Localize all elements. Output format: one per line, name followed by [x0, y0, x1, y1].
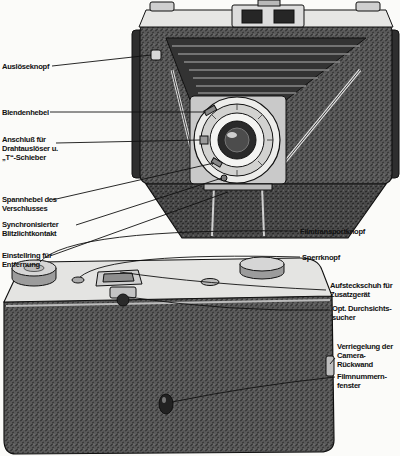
illustration-path	[258, 161, 262, 165]
illustration-polygon	[103, 273, 134, 282]
illustration-path	[237, 104, 238, 110]
illustration-ellipse	[227, 132, 237, 138]
illustration-g	[172, 46, 360, 93]
illustration-path	[120, 272, 326, 290]
illustration-g	[212, 186, 264, 236]
illustration-rect	[232, 5, 304, 27]
illustration-path	[4, 296, 334, 454]
illustration-rect	[151, 50, 161, 60]
illustration-path	[172, 377, 335, 402]
part-label: Filmnummern- fenster	[337, 372, 399, 390]
illustration-path	[50, 112, 206, 113]
illustration-rect	[274, 10, 294, 23]
illustration-circle	[201, 104, 273, 176]
illustration-path	[52, 55, 151, 66]
illustration-path	[56, 140, 200, 143]
illustration-path	[237, 170, 238, 176]
illustration-path	[189, 69, 329, 70]
illustration-rect	[204, 105, 217, 115]
illustration-path	[184, 61, 340, 62]
illustration-rect	[190, 96, 286, 184]
illustration-path	[50, 192, 228, 256]
illustration-path	[40, 231, 298, 262]
illustration-circle	[194, 97, 280, 183]
illustration-path	[198, 92, 296, 93]
illustration-rect	[258, 0, 280, 6]
illustration-path	[52, 163, 214, 200]
illustration-circle	[218, 121, 256, 159]
illustration-path	[128, 297, 330, 310]
illustration-rect	[204, 184, 272, 190]
illustration-rect	[326, 356, 334, 376]
part-label: Sperrknopf	[302, 253, 396, 262]
part-label: Aufsteckschuh für Zusatzgerät	[330, 281, 398, 299]
illustration-path	[262, 186, 264, 236]
illustration-ellipse	[159, 394, 173, 414]
part-label: Anschluß für Drahtauslöser u. „T“-Schieb…	[2, 135, 64, 162]
illustration-rect	[356, 2, 380, 11]
illustration-rect	[200, 136, 208, 144]
illustration-polygon	[166, 38, 366, 100]
illustration-path	[178, 53, 350, 54]
illustration-path	[76, 178, 222, 225]
leader-lines-rear	[40, 231, 335, 402]
part-label: Auslöseknopf	[2, 62, 82, 71]
illustration-rect	[150, 2, 174, 11]
illustration-path	[172, 45, 360, 46]
illustration-polygon	[96, 270, 142, 286]
camera-front	[132, 0, 399, 238]
illustration-ellipse	[162, 397, 166, 403]
illustration-ellipse	[240, 257, 284, 271]
part-label: Blendenhebel	[2, 108, 82, 117]
illustration-path	[258, 115, 262, 119]
illustration-ellipse	[72, 277, 84, 283]
part-label: Verriegelung der Camera- Rückwand	[337, 342, 399, 369]
illustration-circle	[225, 128, 249, 152]
illustration-rect	[242, 10, 262, 23]
part-label: Synchronisierter Blitzlichtkontakt	[2, 220, 82, 238]
illustration-path	[280, 70, 360, 168]
leader-lines-front	[50, 55, 228, 256]
illustration-path	[80, 256, 300, 277]
part-label: Einstellring für Entfernung	[2, 251, 62, 269]
illustration-path	[212, 115, 216, 119]
illustration-g	[201, 104, 273, 176]
illustration-rect	[140, 22, 392, 184]
illustration-path	[280, 70, 360, 168]
illustration-circle	[117, 294, 129, 306]
illustration-path	[267, 140, 273, 141]
illustration-path	[193, 77, 318, 78]
camera-rear	[4, 257, 334, 454]
part-label: Opt. Durchsichts- sucher	[332, 304, 400, 322]
illustration-circle	[210, 113, 264, 167]
illustration-path	[4, 258, 332, 302]
illustration-path	[196, 85, 306, 86]
illustration-rect	[211, 158, 222, 167]
part-label: Filmtransportknopf	[300, 227, 398, 236]
illustration-path	[330, 358, 335, 364]
illustration-path	[212, 186, 214, 236]
part-label: Spannhebel des Verschlusses	[2, 195, 66, 213]
